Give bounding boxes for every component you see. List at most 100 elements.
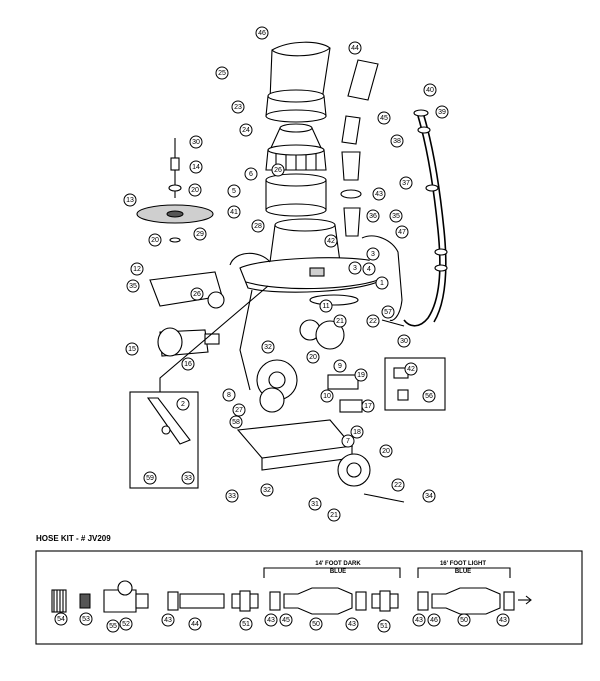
long-hose [403, 109, 448, 327]
part-callout-number: 5 [232, 188, 236, 195]
gearbox-plate [236, 319, 371, 487]
part-callout-11: 11 [319, 299, 333, 313]
part-callout-number: 45 [380, 115, 388, 122]
bracket-dark [263, 567, 401, 578]
part-callout-32: 32 [260, 483, 274, 497]
hose-part-callout-44: 44 [188, 617, 202, 631]
part-callout-22: 22 [391, 478, 405, 492]
part-callout-35: 35 [389, 209, 403, 223]
part-callout-number: 18 [353, 429, 361, 436]
part-callout-26: 26 [271, 163, 285, 177]
part-callout-number: 14 [192, 164, 200, 171]
part-callout-10: 10 [320, 389, 334, 403]
part-callout-33: 33 [181, 471, 195, 485]
part-callout-40: 40 [423, 83, 437, 97]
detail-box-right [384, 357, 446, 411]
light-hose-label-2: BLUE [455, 569, 471, 575]
part-callout-19: 19 [354, 368, 368, 382]
part-callout-42: 42 [324, 234, 338, 248]
part-callout-45: 45 [377, 111, 391, 125]
part-callout-27: 27 [232, 403, 246, 417]
part-callout-number: 40 [426, 87, 434, 94]
part-callout-6: 6 [244, 167, 258, 181]
part-callout-number: 36 [369, 213, 377, 220]
part-callout-21: 21 [333, 314, 347, 328]
hose-part-callout-number: 50 [460, 617, 468, 624]
part-callout-number: 2 [181, 401, 185, 408]
part-callout-4: 4 [362, 262, 376, 276]
dark-hose-label-2: BLUE [330, 569, 346, 575]
part-callout-number: 19 [357, 372, 365, 379]
part-callout-number: 32 [264, 344, 272, 351]
part-callout-26: 26 [190, 287, 204, 301]
part-callout-number: 20 [309, 354, 317, 361]
part-callout-number: 11 [322, 303, 329, 310]
part-callout-57: 57 [381, 305, 395, 319]
part-callout-number: 46 [258, 30, 266, 37]
part-callout-46: 46 [255, 26, 269, 40]
part-callout-13: 13 [123, 193, 137, 207]
part-callout-number: 17 [364, 403, 372, 410]
part-callout-44: 44 [348, 41, 362, 55]
part-callout-number: 26 [274, 167, 282, 174]
hose-part-callout-number: 44 [191, 621, 199, 628]
hose-part-callout-51: 51 [239, 617, 253, 631]
part-callout-41: 41 [227, 205, 241, 219]
hose-part-callout-number: 55 [109, 623, 117, 630]
hose-part-callout-53: 53 [79, 612, 93, 626]
part-callout-23: 23 [231, 100, 245, 114]
part-callout-17: 17 [361, 399, 375, 413]
part-callout-9: 9 [333, 359, 347, 373]
hose-part-callout-number: 51 [380, 623, 388, 630]
part-callout-number: 39 [438, 109, 446, 116]
bracket-light [417, 567, 511, 578]
part-callout-31: 31 [308, 497, 322, 511]
part-callout-3: 3 [366, 247, 380, 261]
hose-part-callout-number: 43 [267, 617, 275, 624]
part-callout-number: 4 [367, 266, 371, 273]
part-callout-number: 31 [311, 501, 319, 508]
part-callout-number: 42 [407, 366, 415, 373]
part-callout-number: 30 [400, 338, 408, 345]
part-callout-number: 33 [184, 475, 192, 482]
part-callout-number: 24 [242, 127, 250, 134]
leader-lines [159, 285, 405, 503]
hose-part-callout-number: 43 [164, 617, 172, 624]
hose-part-callout-number: 53 [82, 616, 90, 623]
part-callout-35: 35 [126, 279, 140, 293]
part-callout-number: 33 [228, 493, 236, 500]
part-callout-24: 24 [239, 123, 253, 137]
hose-part-callout-number: 46 [430, 617, 438, 624]
hose-kit-title: HOSE KIT - # JV209 [36, 534, 111, 543]
part-callout-34: 34 [422, 489, 436, 503]
hose-part-callout-50: 50 [457, 613, 471, 627]
part-callout-number: 27 [235, 407, 243, 414]
hose-part-callout-52: 52 [119, 617, 133, 631]
part-callout-number: 30 [192, 139, 200, 146]
dark-hose-label-1: 14' FOOT DARK [315, 561, 361, 567]
part-callout-number: 29 [196, 231, 204, 238]
part-callout-20: 20 [188, 183, 202, 197]
part-callout-number: 59 [146, 475, 154, 482]
part-callout-22: 22 [366, 314, 380, 328]
part-callout-3: 3 [348, 261, 362, 275]
part-callout-number: 9 [338, 363, 342, 370]
left-assembly [136, 138, 225, 357]
hose-part-callout-number: 43 [348, 621, 356, 628]
hose-part-callout-number: 45 [282, 617, 290, 624]
part-callout-number: 25 [218, 70, 226, 77]
part-callout-2: 2 [176, 397, 190, 411]
hose-part-callout-54: 54 [54, 612, 68, 626]
part-callout-39: 39 [435, 105, 449, 119]
main-body [229, 218, 383, 306]
part-callout-25: 25 [215, 66, 229, 80]
hose-part-callout-43: 43 [345, 617, 359, 631]
hose-part-callout-43: 43 [412, 613, 426, 627]
detail-box-left [129, 391, 199, 489]
part-callout-number: 42 [327, 238, 335, 245]
part-callout-30: 30 [397, 334, 411, 348]
part-callout-28: 28 [251, 219, 265, 233]
